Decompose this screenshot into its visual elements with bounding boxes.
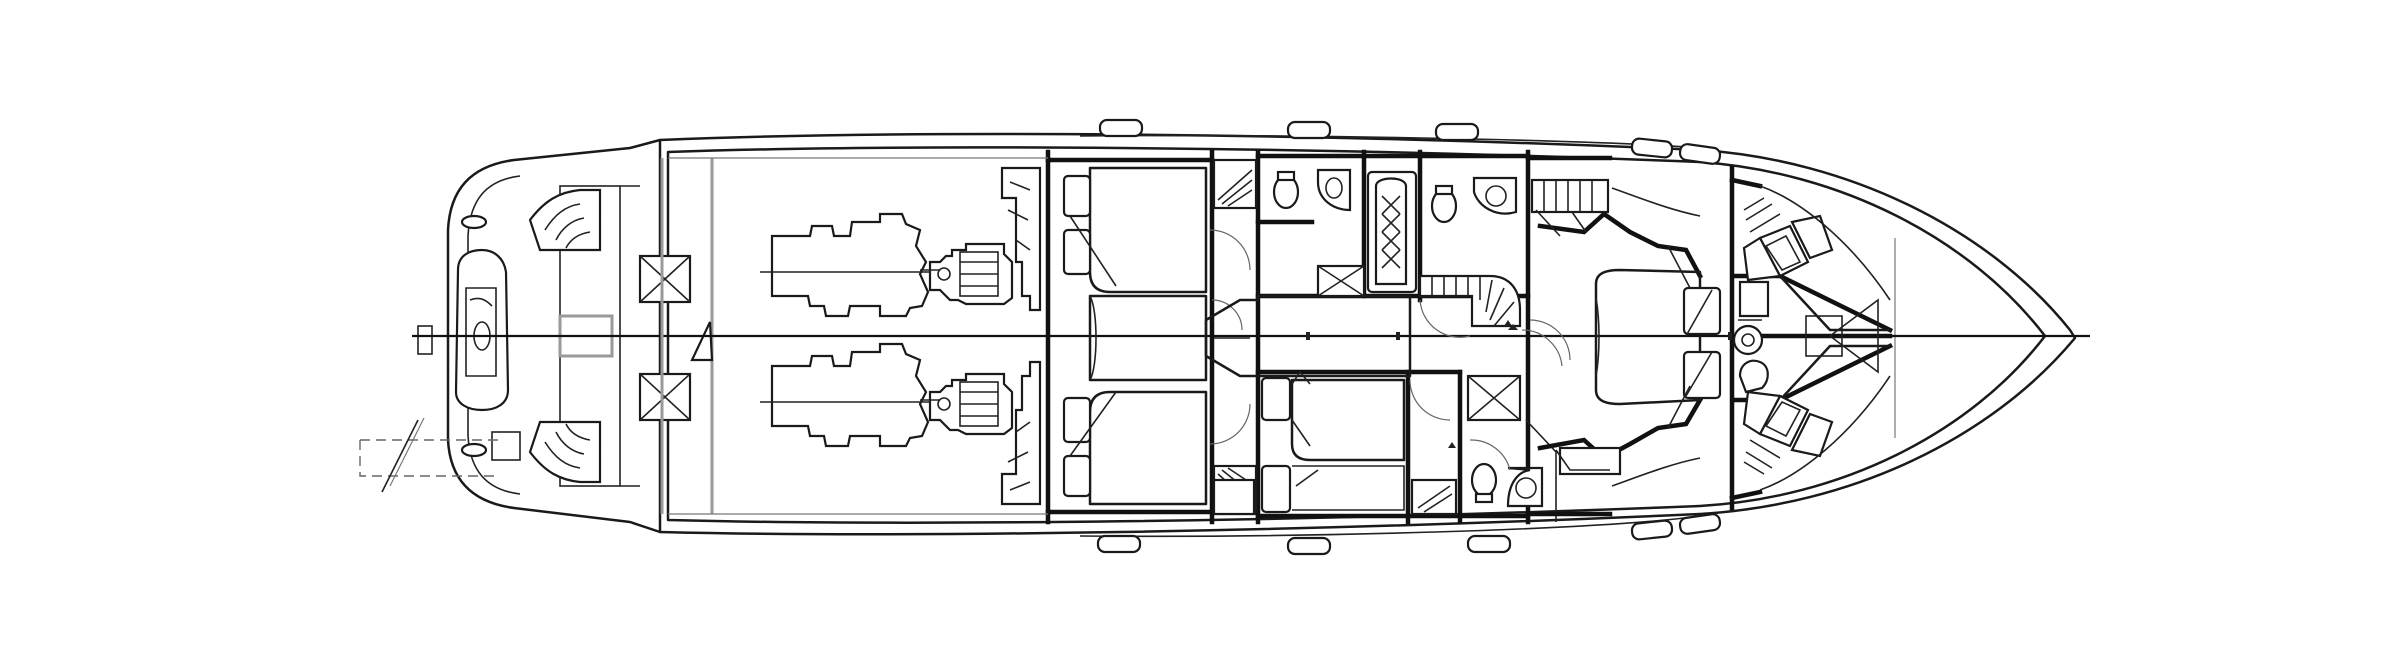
fender-top-4 [1630,137,1674,159]
basin-3 [1506,466,1544,508]
pillow-2 [1062,228,1092,276]
bow-cushions-upper [1738,197,1834,318]
stern-cleat-top [460,214,488,230]
jet-ski [454,248,510,412]
basin-1 [1316,168,1352,212]
engine-port [770,212,1014,318]
bow-bulkhead [1729,177,1763,501]
aft-cabin-starboard-bed [1088,390,1208,506]
forward-wall-lower [1537,396,1704,461]
pillow-1 [1062,174,1092,218]
v-berth-lower [1778,344,1892,402]
fenders-bottom [1096,513,1722,556]
bow-toilet [1738,359,1769,394]
aft-cabin-port-bed [1088,166,1208,294]
bow-basin [1732,324,1764,356]
fender-top-2 [1286,120,1332,140]
fenders-top [1098,118,1722,165]
fender-top-5 [1678,143,1722,165]
v-berth-upper [1778,274,1892,332]
corridor-arrow [1204,294,1412,378]
bow-hatch [1805,315,1843,357]
aft-cabins [1045,149,1261,525]
fender-top-3 [1434,122,1480,142]
fender-bottom-3 [1466,534,1512,554]
engine-starboard [770,342,1014,448]
pillow-7 [1682,286,1722,336]
forward-cabin [1508,155,1735,517]
swim-step [491,431,521,461]
basin-2 [1472,176,1518,215]
wardrobe-d [1212,478,1256,516]
corridor-aft [1088,294,1208,382]
v-berth-triangle [1828,298,1879,374]
mid-marker [1448,442,1456,448]
stern [359,138,662,534]
pillow-3 [1062,396,1092,444]
mid-cabin-bed [1290,378,1406,462]
fender-bottom-1 [1096,534,1142,554]
fwd-marker [1508,324,1518,330]
pillow-8 [1682,350,1722,400]
generator-lower [1000,360,1042,506]
bow-cushions-lower [1742,390,1834,475]
pillow-5 [1260,376,1292,422]
stern-steps-upper [528,188,602,252]
pillow-4 [1062,454,1092,498]
passerelle [359,417,500,493]
center-markers [1306,332,1732,340]
stern-bollard [417,325,433,355]
forward-cabin-bed [1594,268,1702,406]
engine-room [638,149,1051,525]
forward-wall-upper [1537,211,1704,280]
stern-cleat-bottom [460,442,488,458]
toilet-3 [1470,462,1498,498]
bow-cabin [1729,177,1894,501]
pillow-6 [1260,464,1292,514]
generator-upper [1000,166,1042,312]
fender-top-1 [1098,118,1144,138]
stern-steps-lower [528,420,602,484]
staircase [1418,274,1522,328]
fender-bottom-2 [1286,536,1332,556]
vent-triangle [690,321,714,362]
mid-section [1204,149,1563,525]
fender-bottom-5 [1678,513,1722,535]
fender-bottom-4 [1630,519,1674,541]
